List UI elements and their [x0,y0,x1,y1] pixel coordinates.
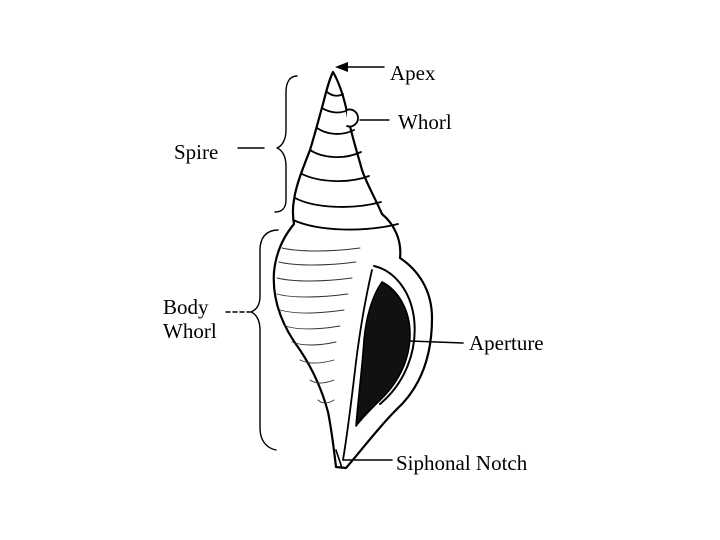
apex-label: Apex [390,61,436,85]
spire-bracket [274,75,298,213]
aperture-leader [409,340,464,344]
body-whorl-lines [276,247,361,404]
body-whorl-label-line1: Body [163,295,209,319]
siphonal-notch-label: Siphonal Notch [396,451,528,475]
body-whorl-label: Body Whorl [163,295,217,343]
aperture-label: Aperture [469,331,544,355]
siphonal-canal [335,449,343,469]
spire-sutures [292,91,399,231]
whorl-label: Whorl [398,110,452,134]
columella [342,269,373,461]
body-whorl-bracket [250,229,279,451]
apex-arrow-icon [335,62,348,72]
aperture-lip [373,265,416,405]
spire-label: Spire [174,140,219,164]
whorl-knob [346,108,359,128]
aperture-opening [355,281,411,427]
body-whorl-label-line2: Whorl [163,319,217,343]
